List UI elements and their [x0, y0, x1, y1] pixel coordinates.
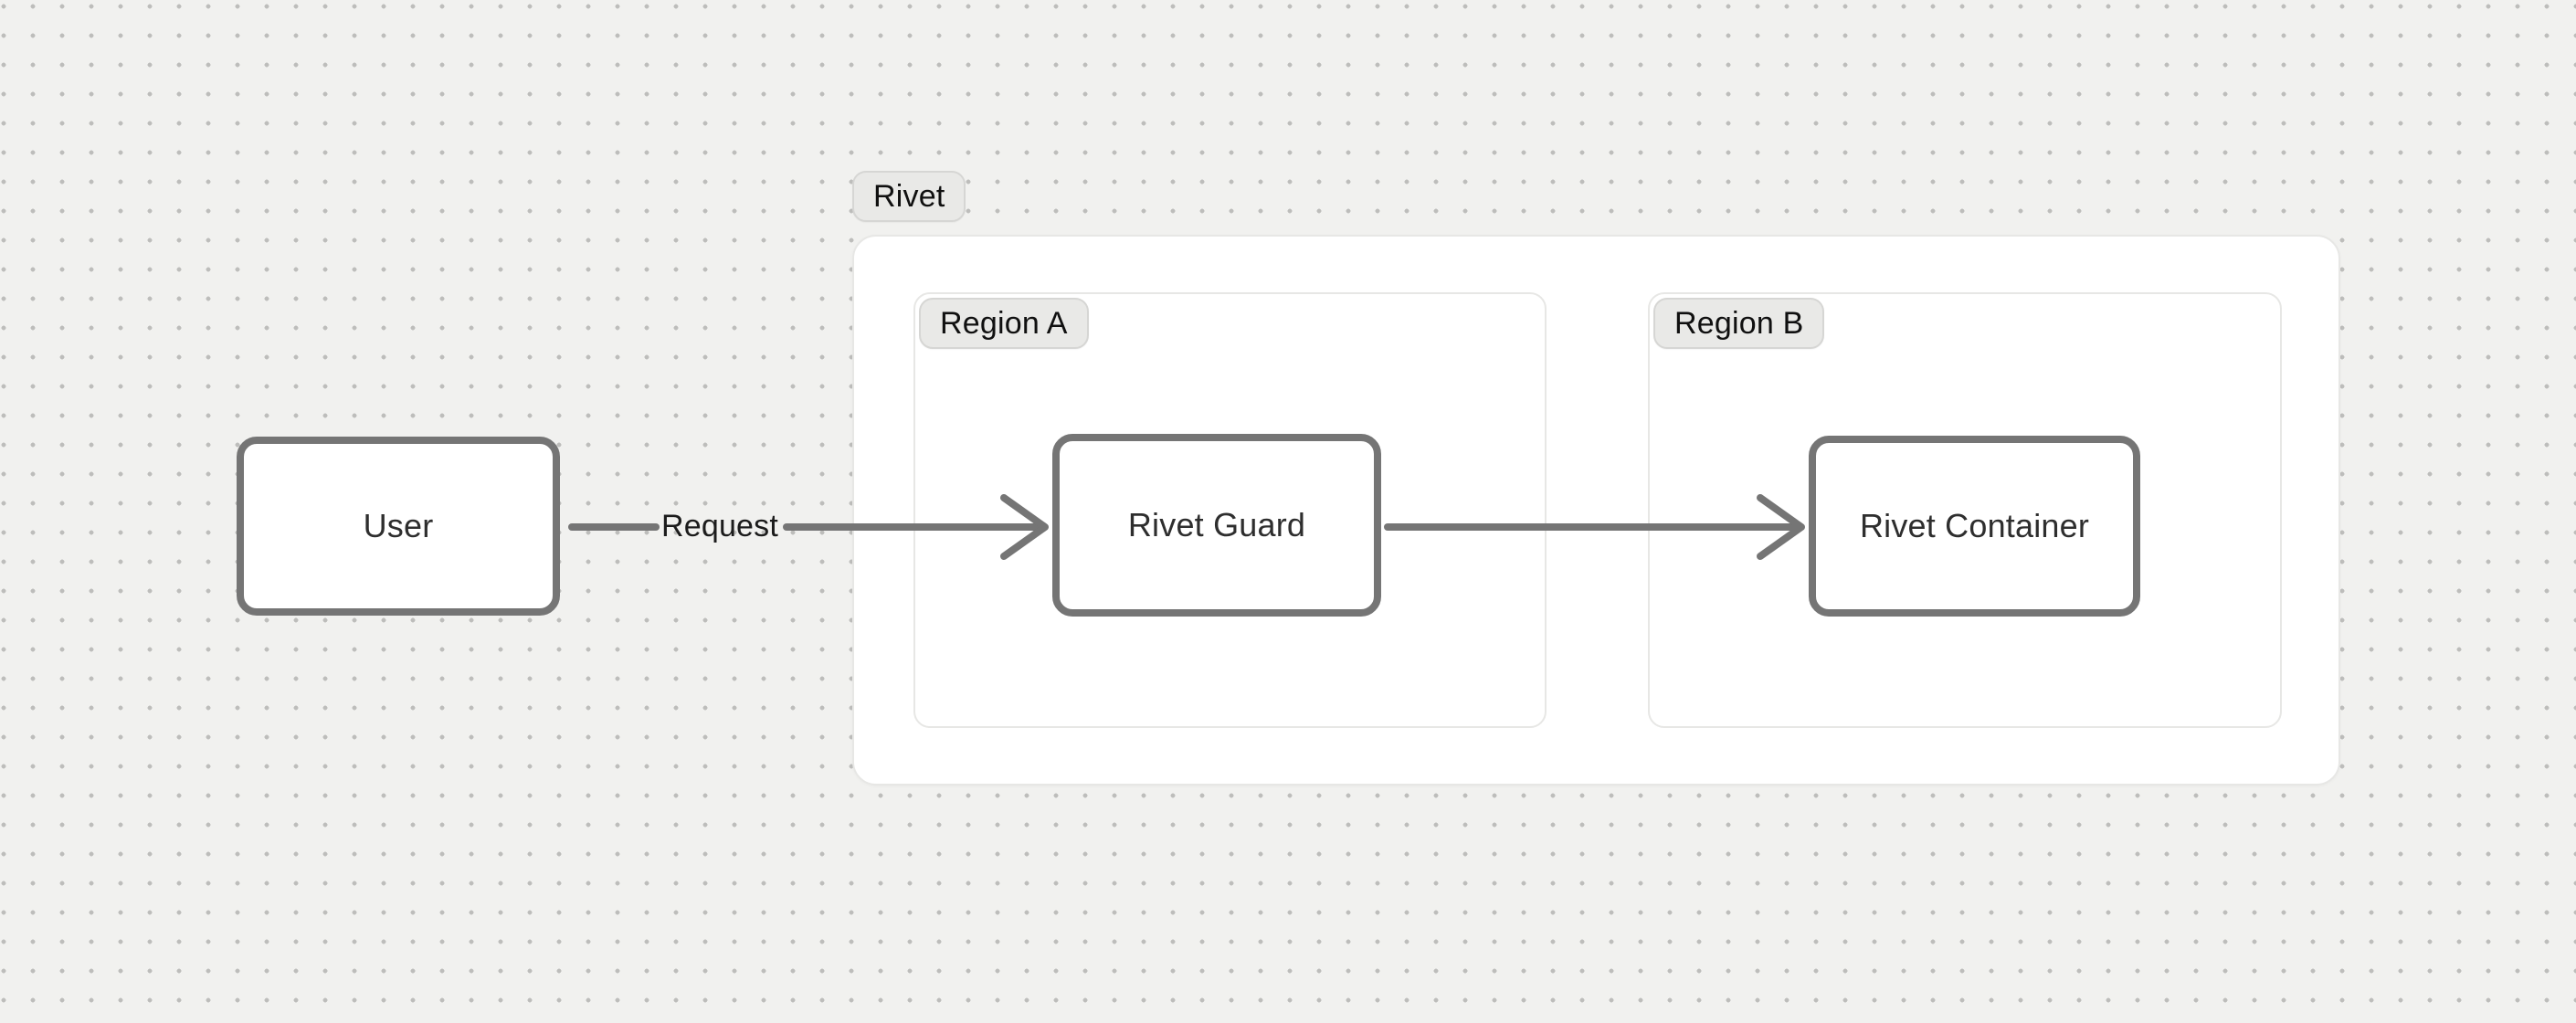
region-a-label-text: Region A	[940, 306, 1068, 341]
node-rivet-guard: Rivet Guard	[1052, 434, 1381, 617]
node-user: User	[237, 437, 560, 616]
rivet-group-label-text: Rivet	[873, 179, 945, 214]
node-rivet-container: Rivet Container	[1809, 436, 2140, 617]
node-user-label: User	[363, 507, 434, 544]
region-b-label: Region B	[1653, 298, 1825, 349]
rivet-group-label: Rivet	[852, 171, 966, 222]
region-a-label: Region A	[919, 298, 1089, 349]
node-rivet-guard-label: Rivet Guard	[1127, 506, 1306, 543]
edge-label-request: Request	[650, 503, 789, 549]
edge-label-request-text: Request	[660, 508, 779, 543]
node-rivet-container-label: Rivet Container	[1859, 507, 2090, 544]
region-b-label-text: Region B	[1674, 306, 1804, 341]
